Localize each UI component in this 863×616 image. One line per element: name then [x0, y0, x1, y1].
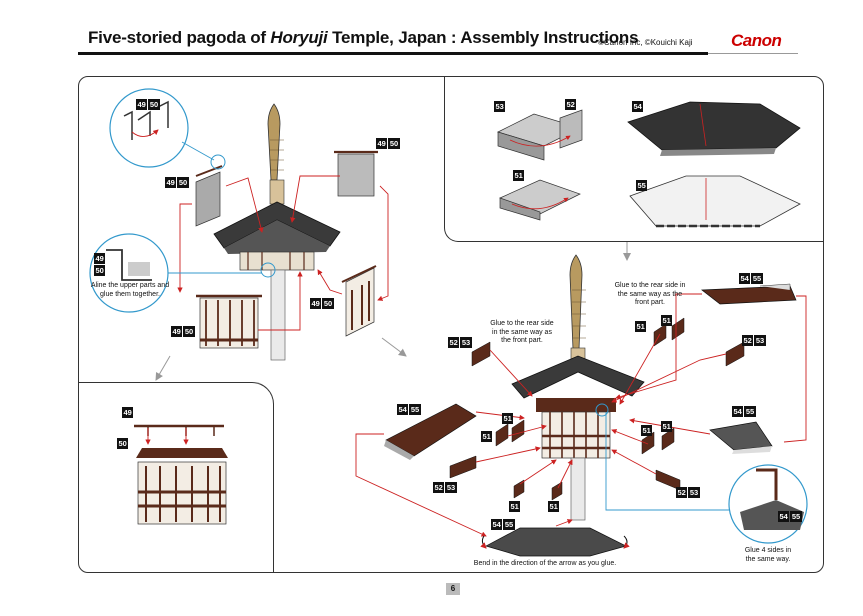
tag-49-inset: 49	[122, 407, 133, 418]
note-glue-rear-right: Glue to the rear side in the same way as…	[614, 282, 686, 308]
flow-arrow-to-inset	[156, 356, 170, 380]
tag-53: 53	[494, 101, 505, 112]
tag-55: 55	[636, 180, 647, 191]
part-49-50-left	[196, 166, 222, 226]
tag-51-b: 51	[661, 315, 672, 326]
part-54-55-right-roof	[702, 284, 796, 304]
note-glue-4-sides: Glue 4 sides in the same way.	[740, 547, 796, 564]
note-align-upper: Aline the upper parts and glue them toge…	[90, 282, 170, 299]
note-glue-rear-left: Glue to the rear side in the same way as…	[490, 320, 554, 346]
part-54-roof	[628, 102, 800, 156]
part-52-53-bracket	[498, 110, 582, 160]
part-51-bracket	[500, 180, 580, 220]
tag-52: 52	[565, 99, 576, 110]
part-49-50-top	[334, 152, 378, 196]
tag-51-c: 51	[502, 413, 513, 424]
tag-54: 54	[632, 101, 643, 112]
tag-51-e: 51	[641, 425, 652, 436]
part-55-roof-base	[630, 176, 800, 226]
tag-51-f: 51	[661, 421, 672, 432]
tag-51-top: 51	[513, 170, 524, 181]
tag-51-a: 51	[635, 321, 646, 332]
page-number: 6	[446, 583, 460, 595]
part-49-50-front	[196, 296, 262, 348]
tag-50-inset: 50	[117, 438, 128, 449]
tag-51-h: 51	[548, 501, 559, 512]
part-54-55-corner	[710, 422, 772, 454]
part-54-55-bottom-roof	[486, 528, 626, 556]
part-49-50-right	[342, 266, 376, 336]
flow-arrow-to-center	[382, 338, 406, 356]
note-bend: Bend in the direction of the arrow as yo…	[450, 560, 640, 569]
inset-front-wall	[134, 426, 228, 524]
tag-51-d: 51	[481, 431, 492, 442]
tag-51-g: 51	[509, 501, 520, 512]
